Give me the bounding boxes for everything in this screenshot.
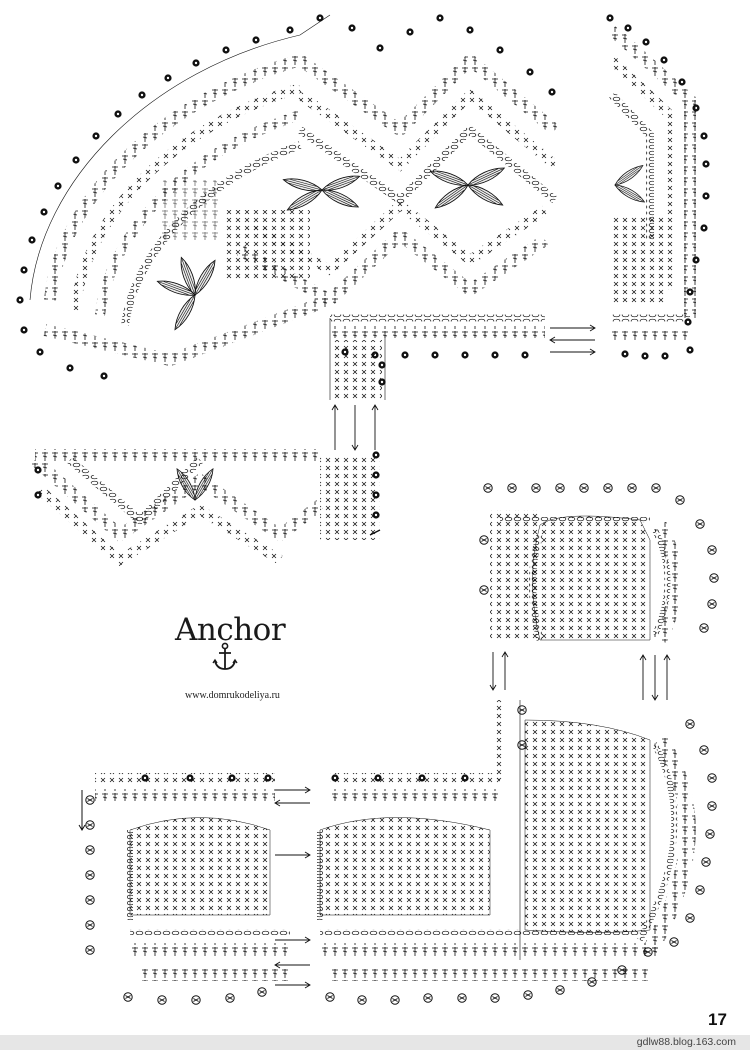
bottom-motif — [78, 700, 717, 1005]
top-left-motif — [16, 14, 559, 400]
footer-bar — [0, 1035, 750, 1050]
flower-motif — [155, 255, 220, 333]
middle-left-motif — [31, 449, 381, 567]
top-right-motif — [606, 14, 710, 360]
site-url: www.domrukodeliya.ru — [185, 690, 280, 701]
anchor-logo: Anchor — [175, 612, 286, 672]
logo-wordmark: Anchor — [175, 612, 286, 648]
direction-arrows — [489, 651, 671, 701]
flower-motif — [428, 163, 507, 213]
middle-right-motif — [479, 483, 719, 644]
footer-source-url: gdlw88.blog.163.com — [636, 1036, 736, 1048]
page-number: 17 — [708, 1010, 727, 1029]
anchor-icon — [212, 642, 238, 670]
flower-motif — [281, 171, 362, 215]
direction-arrows — [331, 324, 596, 451]
